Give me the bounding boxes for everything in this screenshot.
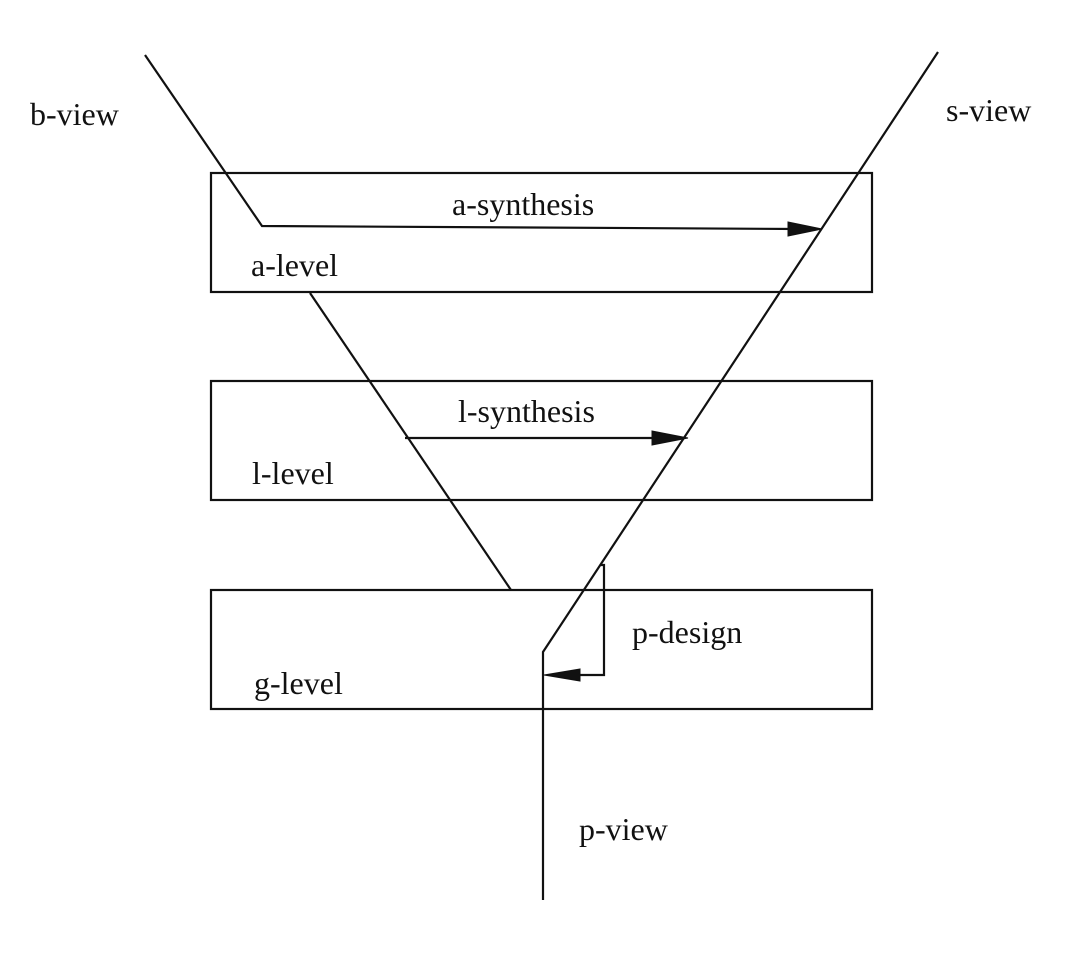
- p-design-arrowhead: [543, 668, 581, 682]
- a-synthesis-label: a-synthesis: [452, 186, 594, 222]
- g-level-box: [209, 588, 874, 711]
- s-view-label: s-view: [946, 92, 1031, 128]
- a-level-box: [209, 171, 874, 294]
- s-view-axis: [541, 51, 939, 900]
- p-view-label: p-view: [579, 811, 668, 847]
- l-synthesis-label: l-synthesis: [458, 393, 595, 429]
- p-design-path: [570, 563, 606, 677]
- a-synthesis-arrowhead: [787, 221, 823, 237]
- b-view-label: b-view: [30, 96, 119, 132]
- l-level-box: [209, 379, 874, 502]
- b-view-axis: [144, 54, 801, 231]
- p-design-label: p-design: [632, 614, 742, 650]
- l-level-label: l-level: [252, 455, 334, 491]
- b-view-lower-line: [309, 292, 512, 591]
- g-level-label: g-level: [254, 665, 343, 701]
- a-level-label: a-level: [251, 247, 338, 283]
- l-synthesis-arrowhead: [651, 430, 689, 446]
